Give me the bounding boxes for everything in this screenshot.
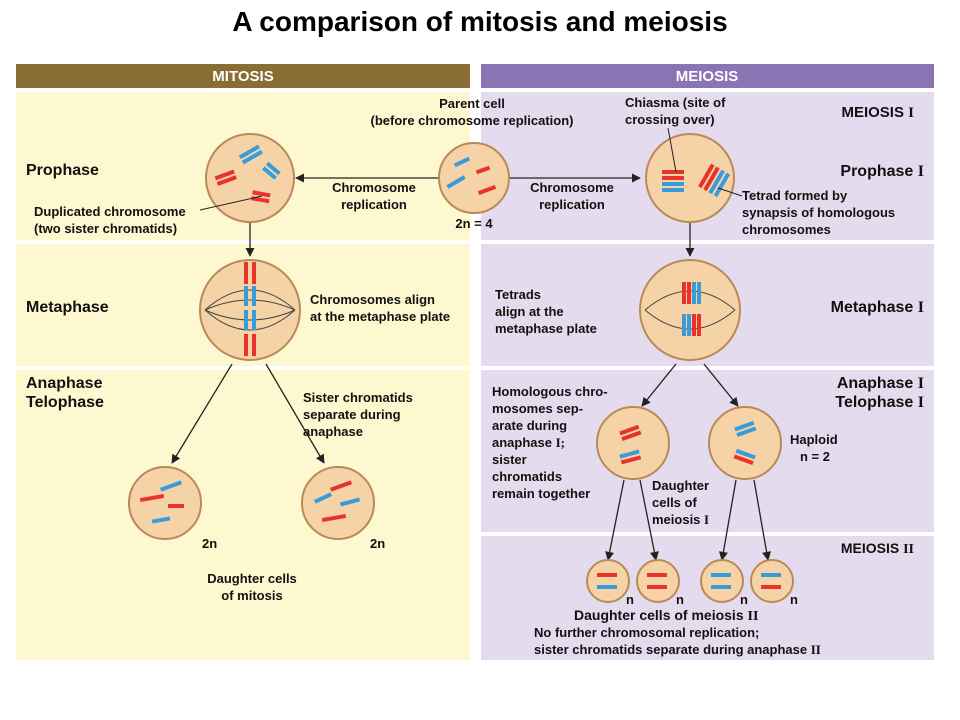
sister-separate-label-3: anaphase <box>303 424 363 439</box>
mitosis-daughter-label-2: of mitosis <box>221 588 282 603</box>
mitosis-telophase-label: Telophase <box>26 394 104 411</box>
mitosis-ploidy-right: 2n <box>370 536 385 551</box>
meiosis-two-daughter-label: Daughter cells of meiosis II <box>574 607 758 624</box>
meiosis-one-daughter-label-2: cells of <box>652 495 697 510</box>
meiosis-telophase-label: Telophase I <box>835 394 924 411</box>
tetrad-label-2: synapsis of homologous <box>742 205 895 220</box>
mitosis-daughter-cell-right <box>301 466 375 540</box>
mitosis-metaphase-cell <box>199 259 301 361</box>
arrow-d1r-to-d2c <box>718 479 737 561</box>
meiosis-metaphase-cell <box>639 259 741 361</box>
tetrads-align-label-1: Tetrads <box>495 287 541 302</box>
tetrad-label-1: Tetrad formed by <box>742 188 848 203</box>
chiasma-label-1: Chiasma (site of <box>625 95 726 110</box>
meiosis-header-bar <box>481 64 934 88</box>
meiosis-replication-label-1: Chromosome <box>530 180 614 195</box>
meiosis-two-tag: MEIOSIS II <box>841 540 914 557</box>
mitosis-prophase-label: Prophase <box>26 162 99 179</box>
arrow-mitosis-to-right-daughter <box>265 363 325 464</box>
dup-chromosome-label-2: (two sister chromatids) <box>34 221 177 236</box>
tetrad-leader <box>717 187 743 197</box>
tetrads-align-label-3: metaphase plate <box>495 321 597 336</box>
mitosis-daughter-label-1: Daughter cells <box>207 571 297 586</box>
chiasma-label-2: crossing over) <box>625 112 715 127</box>
chromosomes-align-label-1: Chromosomes align <box>310 292 435 307</box>
meiosis-replication-label-2: replication <box>539 197 605 212</box>
homolog-label-4: anaphase I; <box>492 435 565 450</box>
meiosis-one-daughter-label-3: meiosis I <box>652 512 709 527</box>
sister-separate-label-1: Sister chromatids <box>303 390 413 405</box>
chiasma-leader <box>667 127 677 173</box>
arrow-meiosis-to-left-daughter <box>641 363 677 407</box>
meiosis-two-ploidy-4: n <box>790 592 798 607</box>
dup-chromosome-label-1: Duplicated chromosome <box>34 204 186 219</box>
meiosis-panel-meiosis-two <box>481 536 934 660</box>
mitosis-panel-anaphase <box>16 370 470 660</box>
haploid-label-2: n = 2 <box>800 449 830 464</box>
homolog-label-3: arate during <box>492 418 567 433</box>
meiosis-one-daughter-cell-right <box>708 406 782 480</box>
parent-ploidy: 2n = 4 <box>455 216 493 231</box>
homolog-label-5: sister <box>492 452 527 467</box>
mitosis-header-bar <box>16 64 470 88</box>
meiosis-two-daughter-cell-1 <box>586 559 630 603</box>
meiosis-anaphase-label: Anaphase I <box>837 375 924 392</box>
homolog-label-2: mosomes sep- <box>492 401 583 416</box>
haploid-label-1: Haploid <box>790 432 838 447</box>
meiosis-one-tag: MEIOSIS I <box>841 104 914 121</box>
arrow-d1l-to-d2a <box>605 479 625 561</box>
meiosis-one-daughter-cell-left <box>596 406 670 480</box>
parent-cell-sublabel: (before chromosome replication) <box>371 113 574 128</box>
meiosis-two-ploidy-2: n <box>676 592 684 607</box>
meiosis-two-daughter-cell-4 <box>750 559 794 603</box>
mitosis-replication-label-2: replication <box>341 197 407 212</box>
chromosomes-align-label-2: at the metaphase plate <box>310 309 450 324</box>
meiosis-two-daughter-cell-3 <box>700 559 744 603</box>
homolog-label-6: chromatids <box>492 469 562 484</box>
arrow-mitosis-to-left-daughter <box>171 363 233 464</box>
arrow-d1l-to-d2b <box>639 479 659 561</box>
mitosis-replication-label-1: Chromosome <box>332 180 416 195</box>
parent-cell <box>438 142 510 214</box>
dup-chromosome-leader <box>199 195 263 211</box>
meiosis-prophase-label: Prophase I <box>840 163 924 180</box>
meiosis-two-ploidy-3: n <box>740 592 748 607</box>
arrow-d1r-to-d2d <box>753 479 772 561</box>
meiosis-one-daughter-label-1: Daughter <box>652 478 709 493</box>
sister-separate-label-2: separate during <box>303 407 401 422</box>
no-further-label-1: No further chromosomal replication; <box>534 625 759 640</box>
meiosis-panel-anaphase <box>481 370 934 532</box>
tetrads-align-label-2: align at the <box>495 304 564 319</box>
homolog-label-1: Homologous chro- <box>492 384 608 399</box>
mitosis-anaphase-label: Anaphase <box>26 375 103 392</box>
mitosis-metaphase-label: Metaphase <box>26 299 109 316</box>
mitosis-ploidy-left: 2n <box>202 536 217 551</box>
tetrad-label-3: chromosomes <box>742 222 831 237</box>
meiosis-prophase-cell <box>645 133 735 223</box>
meiosis-metaphase-label: Metaphase I <box>831 299 924 316</box>
meiosis-two-daughter-cell-2 <box>636 559 680 603</box>
no-further-label-2: sister chromatids separate during anapha… <box>534 642 821 657</box>
page-title: A comparison of mitosis and meiosis <box>232 6 728 37</box>
mitosis-prophase-cell <box>205 133 295 223</box>
parent-cell-label: Parent cell <box>439 96 505 111</box>
mitosis-daughter-cell-left <box>128 466 202 540</box>
meiosis-header: MEIOSIS <box>676 68 739 85</box>
homolog-label-7: remain together <box>492 486 590 501</box>
arrow-meiosis-to-right-daughter <box>703 363 739 407</box>
mitosis-header: MITOSIS <box>212 68 273 85</box>
meiosis-two-ploidy-1: n <box>626 592 634 607</box>
